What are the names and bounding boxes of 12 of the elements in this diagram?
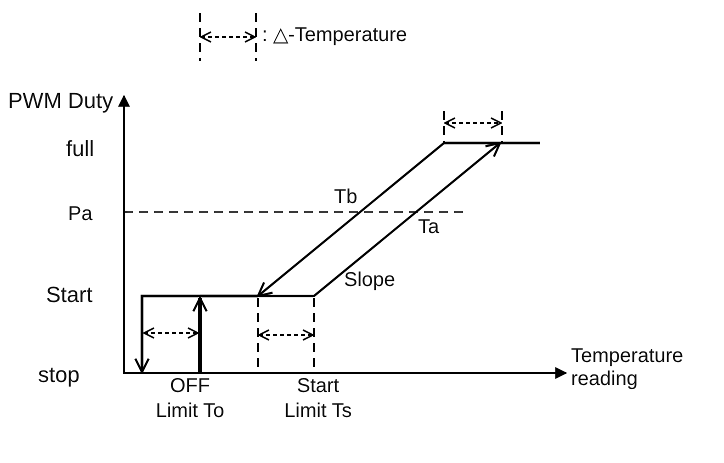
axis-label: Start [46, 282, 92, 308]
axis-label: Tb [334, 186, 358, 209]
axis-label: Start Limit Ts [283, 374, 353, 424]
axis-label: full [66, 136, 94, 162]
axis-label: PWM Duty [8, 88, 114, 114]
axis-label: OFF Limit To [154, 374, 226, 424]
legend-text: : △-Temperature [262, 24, 408, 47]
axis-label: Ta [418, 216, 440, 239]
axis-label: Slope [344, 269, 396, 292]
axis-label: Temperature reading [571, 345, 684, 391]
axis-label: stop [38, 362, 80, 388]
axis-label: Pa [68, 203, 92, 226]
